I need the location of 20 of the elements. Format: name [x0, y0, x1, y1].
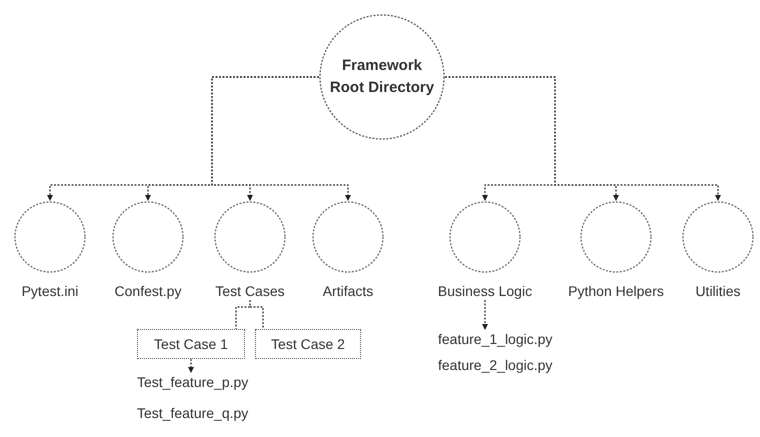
connector-arrow: [445, 76, 721, 201]
file-name: Test_feature_p.py: [137, 373, 248, 391]
node-label: Python Helpers: [568, 282, 664, 300]
file-name: feature_2_logic.py: [438, 356, 552, 374]
node-label: Framework Root Directory: [328, 56, 436, 98]
node-label: Pytest.ini: [22, 282, 78, 300]
node-label: Test Case 1: [154, 335, 228, 353]
node-label: Test Cases: [215, 282, 285, 300]
connector-arrow: [211, 76, 351, 201]
dashed-box: [255, 329, 361, 359]
file-name: feature_1_logic.py: [438, 330, 552, 348]
node-label: Utilities: [695, 282, 741, 300]
connector-arrow: [482, 300, 488, 330]
node-label: Artifacts: [322, 282, 374, 300]
dashed-box: [137, 329, 245, 359]
file-name: Test_feature_q.py: [137, 404, 248, 422]
connector-arrow: [188, 359, 194, 373]
node-label: Confest.py: [114, 282, 182, 300]
node-label: Test Case 2: [271, 335, 345, 353]
node-label: Business Logic: [438, 282, 532, 300]
